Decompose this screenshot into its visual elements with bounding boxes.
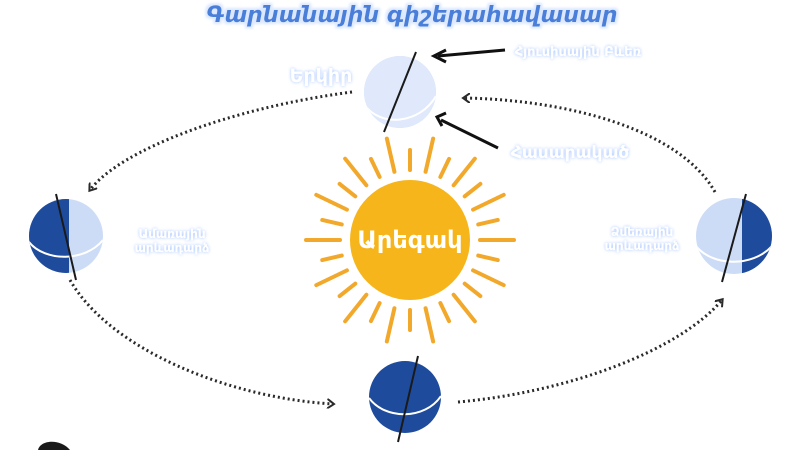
sun-ray xyxy=(423,136,436,174)
sun-ray xyxy=(320,253,344,263)
orbit-segment-bottom-left xyxy=(68,279,333,404)
sun-ray xyxy=(476,253,500,263)
sun-core xyxy=(350,180,470,300)
sun-ray xyxy=(438,156,452,179)
orbit-segment-bottom-right xyxy=(457,300,722,404)
sun-ray xyxy=(384,306,397,344)
sun-ray xyxy=(423,306,436,344)
earth-top-axis xyxy=(383,51,417,133)
sun-ray xyxy=(451,292,477,324)
sun-ray xyxy=(343,156,369,188)
sun-ray xyxy=(384,136,397,174)
earth-right xyxy=(696,193,772,283)
sun-ray xyxy=(343,292,369,324)
sun-ray xyxy=(314,268,349,288)
sun-ray xyxy=(320,217,344,227)
corner-fragment xyxy=(38,441,70,450)
earth-label: Երկիր xyxy=(290,65,353,87)
left-solstice-label-line1: Ամառային xyxy=(138,227,205,241)
sun-ray xyxy=(462,181,483,199)
sun-ray xyxy=(476,217,500,227)
left-solstice-label-line2: արևադարձ xyxy=(135,241,210,255)
sun-ray xyxy=(368,301,382,324)
sun-ray xyxy=(314,192,349,212)
equator-label: Հասարակած xyxy=(511,143,630,163)
earth-top xyxy=(364,51,436,133)
sun-ray xyxy=(471,268,506,288)
pointer-arrows xyxy=(430,48,506,150)
sun-ray xyxy=(368,156,382,179)
equator-pointer xyxy=(440,118,499,150)
sun-ray xyxy=(438,301,452,324)
north-pole-label: Հյուսիսային Բևեռ xyxy=(515,45,642,60)
sun-rays xyxy=(304,136,516,344)
sun-ray xyxy=(337,181,358,199)
sun-ray xyxy=(337,281,358,299)
orbit-segment-top-left xyxy=(90,90,353,190)
sun-ray xyxy=(471,192,506,212)
earth-left xyxy=(29,193,103,281)
orbit-segment-top-right xyxy=(464,98,717,193)
sun-ray xyxy=(451,156,477,188)
diagram-title: Գարնանային գիշերահավասար xyxy=(206,3,617,28)
sun: Արեգակ xyxy=(304,136,516,344)
right-solstice-label-line1: Ձմեռային xyxy=(611,225,674,239)
sun-ray xyxy=(462,281,483,299)
north-pole-pointer xyxy=(437,48,506,58)
right-solstice-label-line2: արևադարձ xyxy=(605,239,680,253)
sun-label: Արեգակ xyxy=(357,226,462,254)
orbit-path xyxy=(68,90,722,404)
earth-bottom xyxy=(369,355,441,443)
